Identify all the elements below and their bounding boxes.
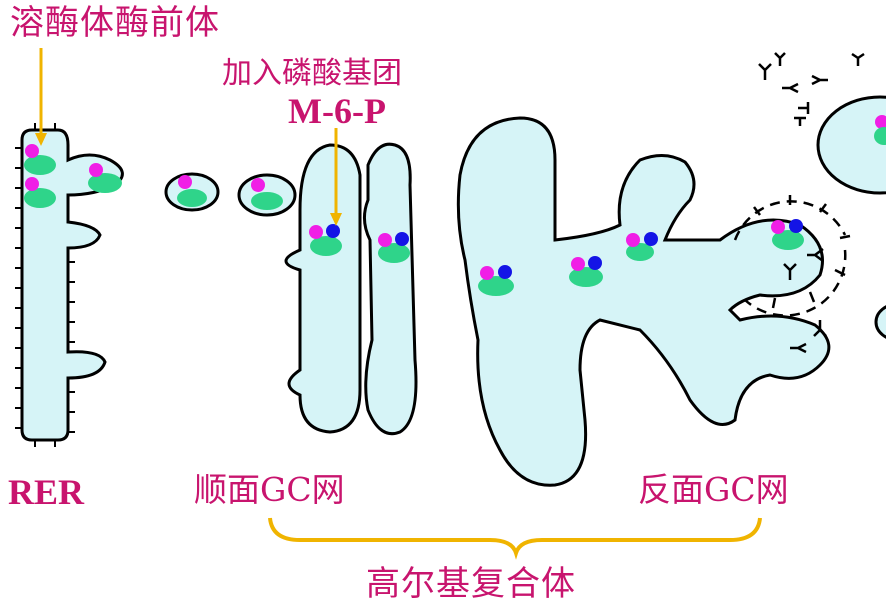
vesicle-edge (874, 305, 886, 339)
label-lysosomal-precursor: 溶酶体酶前体 (10, 3, 220, 43)
enzyme (24, 188, 56, 208)
transport-vesicle (164, 172, 220, 212)
lysosome (816, 95, 886, 195)
enzyme (24, 155, 56, 175)
golgi-medial-cisterna (363, 142, 418, 436)
phosphate (89, 163, 103, 177)
receptor-icons (758, 52, 865, 354)
phosphate (25, 144, 39, 158)
enzyme (88, 173, 122, 193)
golgi-large-cisterna (456, 116, 831, 487)
phosphate (25, 177, 39, 191)
ribosome-ticks (15, 123, 75, 447)
label-trans-gc: 反面GC网 (638, 470, 789, 509)
label-m6p: M-6-P (288, 91, 386, 131)
golgi-brace (268, 517, 762, 560)
arrow-m6p (330, 128, 342, 226)
clathrin-coat (733, 195, 851, 317)
label-add-phosphate: 加入磷酸基团 (222, 56, 402, 91)
label-rer: RER (8, 472, 85, 512)
transport-vesicle (237, 173, 297, 217)
rer-membrane (15, 123, 124, 447)
label-golgi-complex: 高尔基复合体 (366, 564, 576, 604)
label-cis-gc: 顺面GC网 (194, 470, 345, 509)
golgi-cis-cisterna (284, 143, 362, 434)
arrow-precursor (35, 48, 47, 146)
